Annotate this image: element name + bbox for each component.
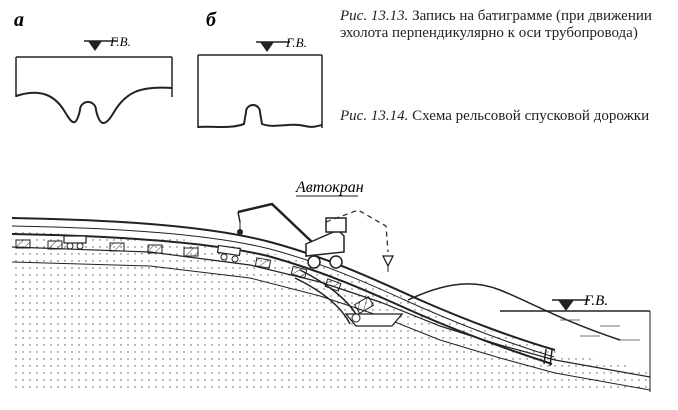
bathygram-panel-b: б Г.В. [197,9,323,128]
water-level-label-a: Г.В. [109,34,131,49]
trolley-1 [63,235,87,250]
caption-fig-13-14-number: Рис. 13.14. [340,108,409,124]
ground-soil [12,232,650,392]
water-body [500,310,651,392]
panel-a-label: а [14,9,24,31]
caption-fig-13-13: Рис. 13.13. Запись на батиграмме (при дв… [340,8,670,42]
launching-track-diagram: Г.В. Автокран [11,179,651,392]
rail-lower [11,233,553,365]
bottom-mound [407,283,621,341]
water-level-marker-main: Г.В. [552,293,608,311]
trolley-2 [216,244,241,263]
water-level-label-b: Г.В. [285,35,307,50]
caption-fig-13-14-text: Схема рельсовой спусковой дорожки [412,108,650,124]
caption-fig-13-13-number: Рис. 13.13. [340,8,409,24]
seabed-profile-b [197,104,323,128]
caption-fig-13-13-text: Запись на батиграмме (при движении эхоло… [340,8,652,41]
pipeline [11,225,555,358]
autocrane-label: Автокран [295,179,364,196]
launch-pontoon [344,295,404,327]
seabed-profile-a [15,86,173,124]
sleepers [15,239,342,292]
autocrane: Автокран [237,179,395,272]
water-level-marker-b: Г.В. [256,35,307,52]
panel-b-label: б [206,9,217,31]
caption-fig-13-14: Рис. 13.14. Схема рельсовой спусковой до… [340,108,670,125]
bathygram-panel-a: а Г.В. [14,9,173,124]
water-level-marker-a: Г.В. [84,34,131,51]
water-level-label-main: Г.В. [583,293,608,309]
rail-upper [11,217,556,351]
